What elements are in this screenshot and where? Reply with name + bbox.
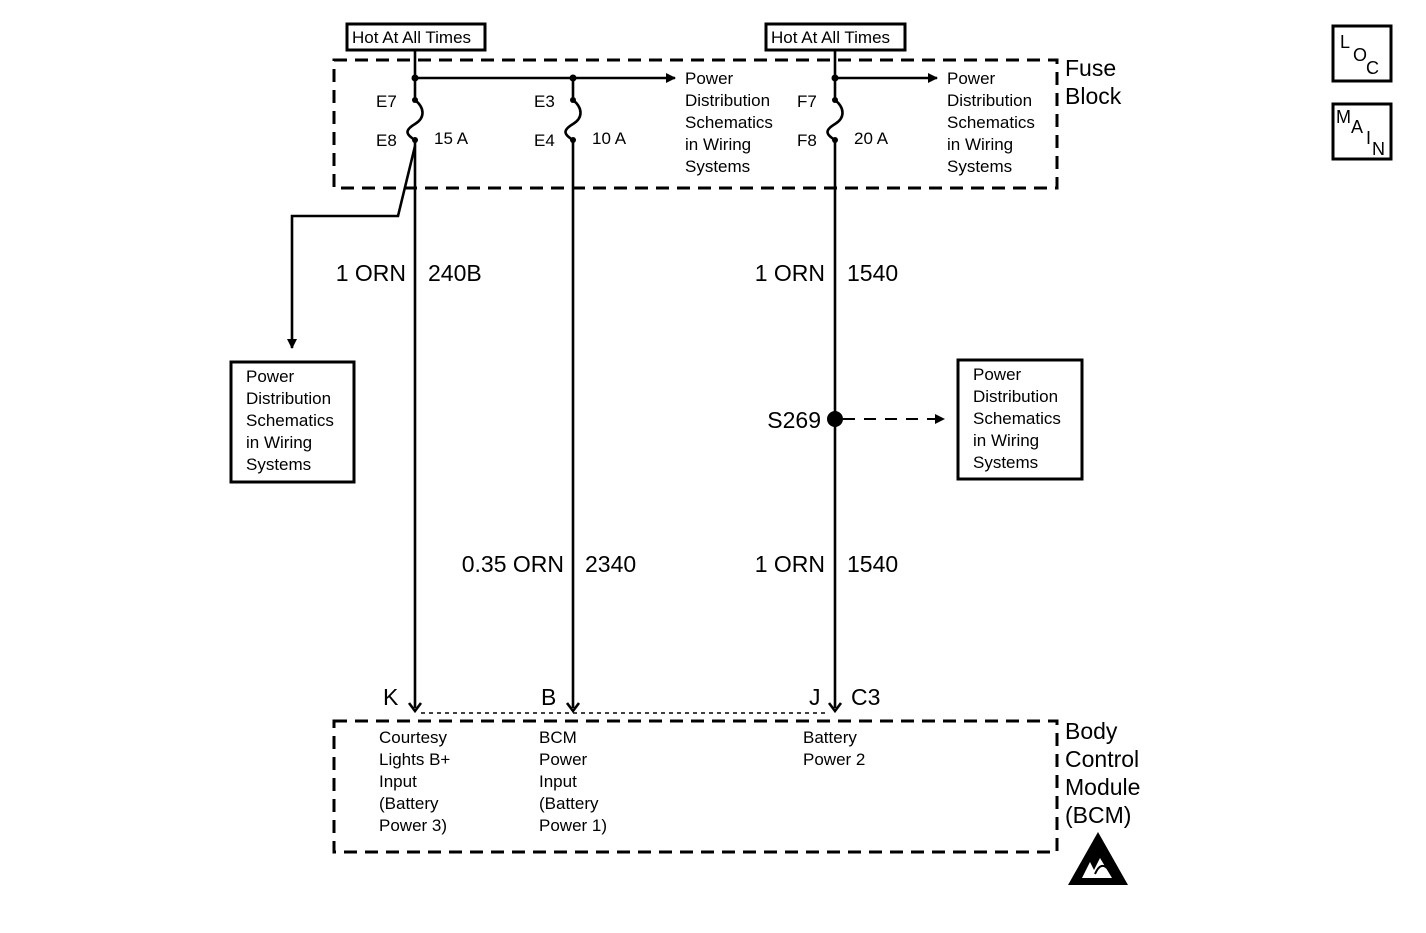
bcm-title-line2: Control: [1065, 746, 1139, 772]
power-dist-2-line-4: in Wiring: [947, 135, 1013, 154]
wire-2-color: 0.35 ORN: [462, 551, 564, 577]
power-dist-1-line-2: Distribution: [685, 91, 770, 110]
wire-4-color: 1 ORN: [755, 551, 825, 577]
power-dist-box-left[interactable]: [229, 360, 356, 484]
loc-letter-o: O: [1353, 45, 1367, 65]
input-k-line-3: Input: [379, 772, 417, 791]
wire-3-circuit: 1540: [847, 260, 898, 286]
pin-b-symbol: [565, 702, 581, 714]
splice-s269-dot: [827, 411, 843, 427]
fuse-2-top: E3: [534, 92, 555, 111]
power-dist-ref-2[interactable]: Power Distribution Schematics in Wiring …: [947, 69, 1035, 176]
main-letter-m: M: [1336, 107, 1351, 127]
splice-label: S269: [767, 407, 821, 433]
hot-label-2: Hot At All Times: [771, 28, 890, 47]
wire-1-circuit: 240B: [428, 260, 482, 286]
input-b-line-5: Power 1): [539, 816, 607, 835]
input-j-line-2: Power 2: [803, 750, 865, 769]
loc-letter-l: L: [1340, 32, 1350, 52]
wire-2-circuit: 2340: [585, 551, 636, 577]
connector-label: C3: [851, 684, 880, 710]
power-dist-3-line-3: Schematics: [246, 411, 334, 430]
fuse-1-bottom: E8: [376, 131, 397, 150]
power-dist-2-line-5: Systems: [947, 157, 1012, 176]
fuse-1-top: E7: [376, 92, 397, 111]
power-dist-4-line-2: Distribution: [973, 387, 1058, 406]
fuse-e3-e4: [564, 97, 582, 143]
power-dist-1-line-1: Power: [685, 69, 734, 88]
main-letter-a: A: [1351, 117, 1363, 137]
input-k-line-5: Power 3): [379, 816, 447, 835]
fuse-1-rating: 15 A: [434, 129, 469, 148]
power-dist-3-line-1: Power: [246, 367, 295, 386]
pin-b-label: B: [541, 684, 556, 710]
fuse-block-title-line2: Block: [1065, 83, 1122, 109]
power-dist-1-line-3: Schematics: [685, 113, 773, 132]
main-letter-n: N: [1372, 139, 1385, 159]
input-k-line-1: Courtesy: [379, 728, 448, 747]
branch-line-e8: [287, 145, 417, 349]
pin-k-symbol: [407, 702, 423, 714]
input-b-line-2: Power: [539, 750, 588, 769]
power-dist-2-line-3: Schematics: [947, 113, 1035, 132]
fuse-2-bottom: E4: [534, 131, 555, 150]
wire-3-color: 1 ORN: [755, 260, 825, 286]
loc-letter-c: C: [1366, 58, 1379, 78]
power-dist-4-line-4: in Wiring: [973, 431, 1039, 450]
input-j-line-1: Battery: [803, 728, 857, 747]
input-b-line-4: (Battery: [539, 794, 599, 813]
power-dist-2-line-2: Distribution: [947, 91, 1032, 110]
input-k-line-2: Lights B+: [379, 750, 450, 769]
esd-warning-icon: [1068, 832, 1128, 885]
bcm-outline: [332, 719, 1059, 854]
wire-4-circuit: 1540: [847, 551, 898, 577]
power-dist-ref-1[interactable]: Power Distribution Schematics in Wiring …: [685, 69, 773, 176]
input-b-line-1: BCM: [539, 728, 577, 747]
power-dist-2-line-1: Power: [947, 69, 996, 88]
power-dist-3-line-5: Systems: [246, 455, 311, 474]
power-dist-3-line-2: Distribution: [246, 389, 331, 408]
hot-label-1: Hot At All Times: [352, 28, 471, 47]
main-nav-button[interactable]: M A I N: [1331, 102, 1393, 161]
fuse-3-rating: 20 A: [854, 129, 889, 148]
input-k-line-4: (Battery: [379, 794, 439, 813]
bcm-title-line3: Module: [1065, 774, 1140, 800]
bcm-title-line4: (BCM): [1065, 802, 1131, 828]
loc-nav-button[interactable]: L O C: [1331, 24, 1393, 83]
pin-j-label: J: [809, 684, 821, 710]
power-dist-4-line-5: Systems: [973, 453, 1038, 472]
pin-k-label: K: [383, 684, 399, 710]
pin-j-symbol: [827, 702, 843, 714]
wire-1-color: 1 ORN: [336, 260, 406, 286]
fuse-3-bottom: F8: [797, 131, 817, 150]
fuse-e7-e8: [406, 97, 424, 143]
main-letter-i: I: [1366, 128, 1371, 148]
power-dist-3-line-4: in Wiring: [246, 433, 312, 452]
fuse-3-top: F7: [797, 92, 817, 111]
fuse-block-outline: [332, 58, 1059, 190]
power-dist-4-line-3: Schematics: [973, 409, 1061, 428]
power-dist-1-line-4: in Wiring: [685, 135, 751, 154]
power-dist-4-line-1: Power: [973, 365, 1022, 384]
power-dist-1-line-5: Systems: [685, 157, 750, 176]
input-b-line-3: Input: [539, 772, 577, 791]
power-dist-box-right[interactable]: [956, 358, 1084, 481]
fuse-f7-f8: [826, 97, 844, 143]
fuse-block-title-line1: Fuse: [1065, 55, 1116, 81]
fuse-2-rating: 10 A: [592, 129, 627, 148]
bcm-title-line1: Body: [1065, 718, 1118, 744]
